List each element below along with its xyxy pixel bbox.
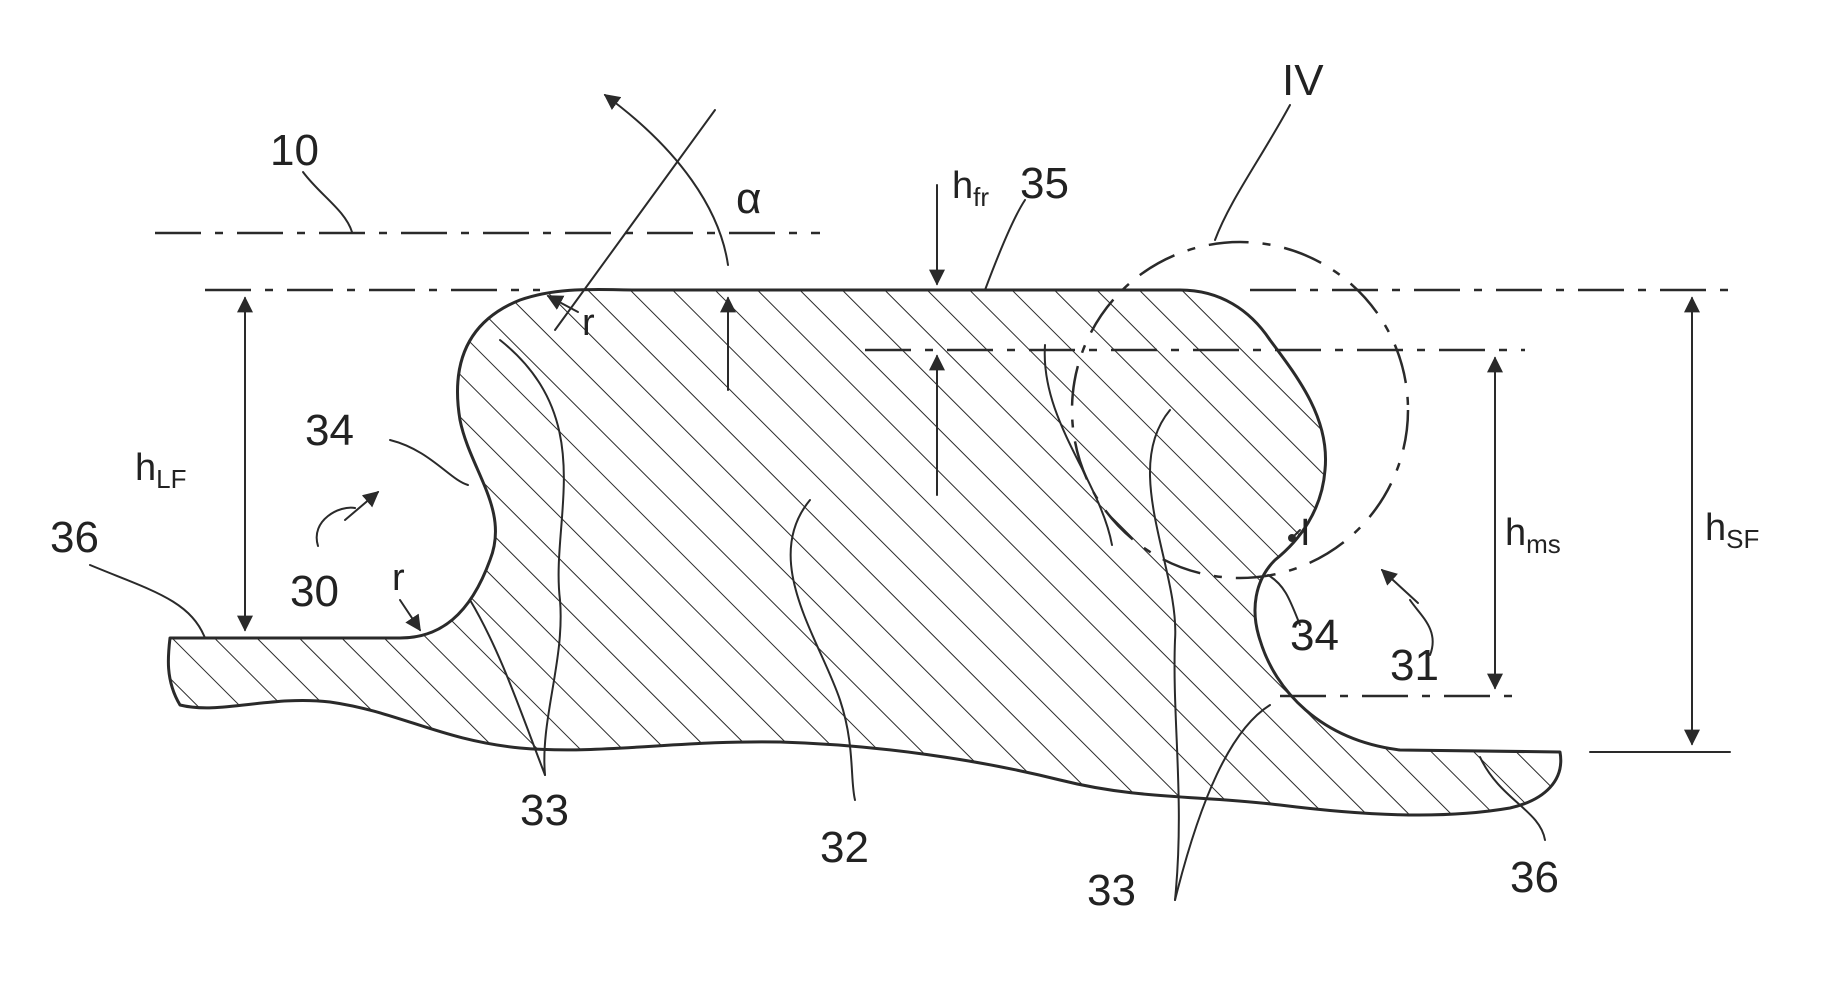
hatched-body: [150, 270, 1590, 830]
label-31: 31: [1390, 641, 1439, 690]
label-r-bottom: r: [392, 557, 405, 599]
label-32: 32: [820, 823, 869, 872]
point-i-dot: [1288, 534, 1296, 542]
leader-36-left: [90, 565, 205, 638]
label-hfr: hfr: [952, 165, 989, 212]
label-35: 35: [1020, 159, 1069, 208]
label-33-left: 33: [520, 786, 569, 835]
leader-30: [317, 508, 355, 546]
label-iv: IV: [1282, 56, 1324, 105]
label-hms: hms: [1505, 512, 1561, 559]
leader-iv: [1215, 105, 1290, 240]
label-r-top: r: [582, 302, 595, 344]
leader-10: [303, 172, 352, 232]
label-alpha: α: [736, 174, 761, 223]
label-point-i: I: [1300, 512, 1311, 554]
arrow-31: [1382, 570, 1418, 603]
label-36-right: 36: [1510, 853, 1559, 902]
line-35-leader: [985, 200, 1025, 290]
label-hlf: hLF: [135, 447, 186, 494]
label-10: 10: [270, 126, 319, 175]
label-30: 30: [290, 567, 339, 616]
alpha-arc: [605, 95, 728, 265]
leader-34-left: [390, 440, 468, 485]
arrow-30: [345, 492, 378, 520]
label-33-right: 33: [1087, 866, 1136, 915]
label-34-left: 34: [305, 406, 354, 455]
label-34-right: 34: [1290, 611, 1339, 660]
r-bottom-arrow: [400, 600, 420, 630]
label-36-left: 36: [50, 513, 99, 562]
label-hsf: hSF: [1705, 507, 1759, 554]
